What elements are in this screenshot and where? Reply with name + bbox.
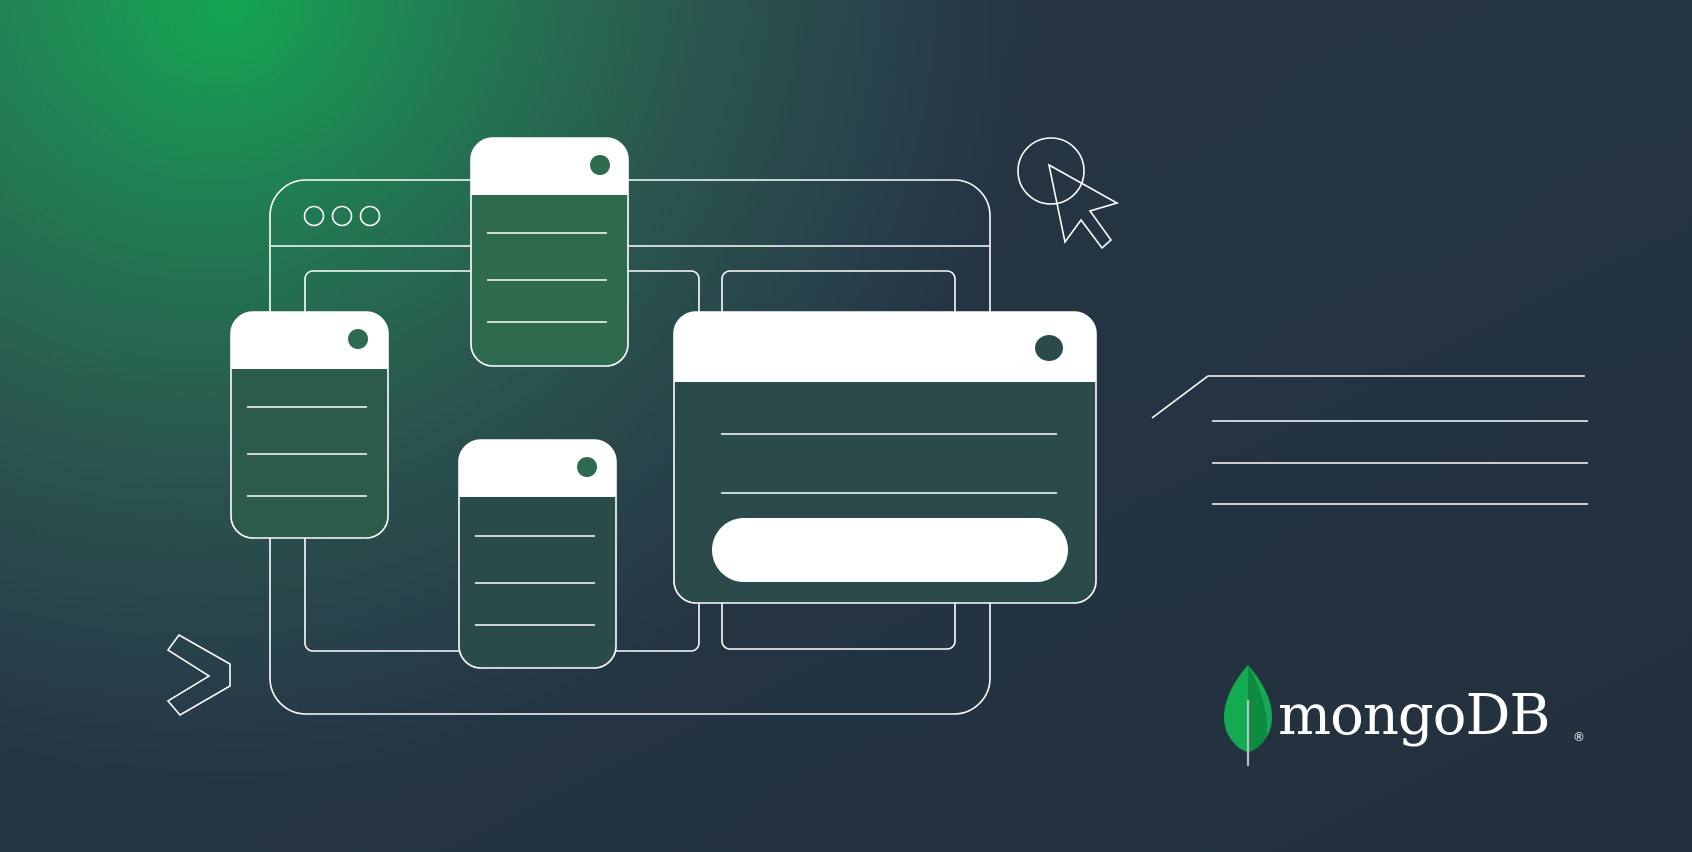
card-top-header: [471, 138, 628, 195]
brand-wordmark: mongoDB: [1278, 683, 1550, 748]
card-bottom-dot: [577, 457, 597, 477]
text-lines-decoration: [1151, 375, 1588, 505]
dialog-card: [673, 311, 1097, 604]
cursor-pointer: [1047, 163, 1120, 250]
registered-mark: ®: [1573, 730, 1585, 744]
dialog-button: [712, 518, 1068, 582]
card-top: [470, 137, 629, 367]
window-dot-3: [359, 205, 381, 227]
cursor-arrow-icon: [1017, 137, 1120, 250]
callout-line: [1151, 375, 1585, 419]
card-bottom: [458, 439, 617, 669]
dialog-dot: [1035, 335, 1063, 361]
card-left-dot: [348, 329, 368, 349]
cursor-click-ring: [1017, 137, 1085, 205]
leaf-icon: [1223, 665, 1273, 766]
card-left: [230, 311, 389, 539]
card-left-header: [231, 312, 388, 369]
window-dot-1: [303, 205, 325, 227]
window-dot-2: [331, 205, 353, 227]
card-bottom-header: [459, 440, 616, 497]
chevron-right-icon: [166, 633, 231, 717]
dialog-header: [674, 312, 1096, 382]
card-top-dot: [590, 155, 610, 175]
